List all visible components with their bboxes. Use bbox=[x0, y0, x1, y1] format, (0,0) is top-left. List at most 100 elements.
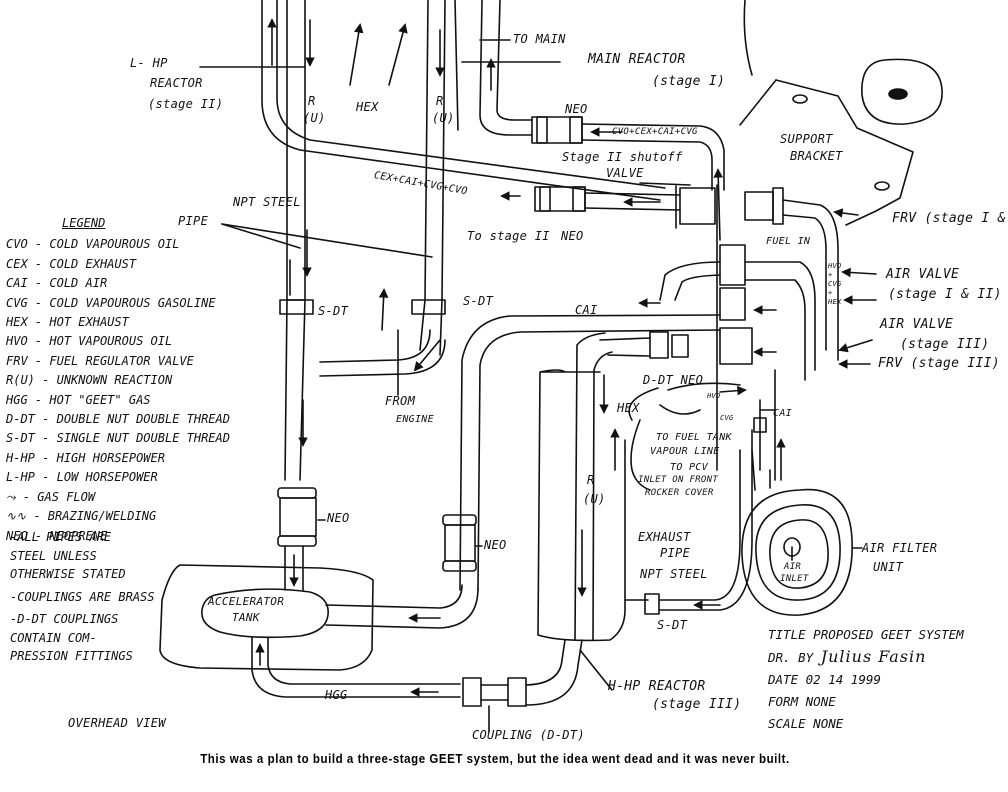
to-fuel-tank-label: To fuel tank bbox=[656, 432, 732, 443]
mounting-circle bbox=[862, 59, 942, 124]
npt-pipe-label-2: pipe bbox=[178, 214, 209, 228]
air-valve-3-stage: (stage III) bbox=[900, 337, 990, 352]
legend-item: S-DT - Single nut double thread bbox=[6, 431, 230, 446]
neo-mid-label: NEO bbox=[561, 229, 584, 243]
legend-item-brazing: ∿∿ - Brazing/welding bbox=[6, 509, 157, 524]
neo-coupling-left bbox=[278, 488, 316, 498]
legend-item: CEX - Cold exhaust bbox=[6, 256, 137, 271]
coupling-ddt-label: Coupling (D-DT) bbox=[472, 728, 585, 742]
r-u-low-label: R bbox=[587, 473, 595, 487]
overhead-view-label: Overhead view bbox=[68, 716, 166, 730]
hgg-label: HGG bbox=[325, 688, 348, 702]
legend-item-gas-flow: ⤳ - Gas flow bbox=[6, 489, 96, 504]
to-pcv-label-3: rocker cover bbox=[645, 488, 714, 498]
hex-mid-label: HEX bbox=[617, 401, 640, 415]
cvg-small-label: CVG bbox=[720, 414, 734, 422]
r-u-right-label-2: (u) bbox=[432, 111, 455, 125]
from-engine-label: From bbox=[385, 394, 416, 408]
legend-item: D-DT - Double nut double thread bbox=[6, 412, 230, 427]
air-valve-3-label: Air valve bbox=[880, 317, 954, 332]
neo-coupling-right bbox=[443, 515, 476, 525]
lhp-reactor-label: L- HP bbox=[130, 56, 168, 70]
sdt-coupling-right bbox=[412, 300, 445, 314]
accelerator-tank bbox=[202, 589, 328, 637]
legend-item: CVG - Cold vapourous gasoline bbox=[6, 295, 216, 310]
title-block: Title Proposed GEET system Dr. by Julius… bbox=[768, 624, 964, 735]
air-filter-label-2: unit bbox=[873, 560, 904, 574]
stage2-shutoff-valve bbox=[680, 188, 715, 224]
air-inlet-label: Air bbox=[784, 562, 802, 572]
to-pcv-label-2: inlet on front bbox=[638, 475, 719, 485]
exhaust-pipe-label: Exhaust bbox=[638, 530, 691, 544]
shutoff-valve-label: Stage II shutoff bbox=[562, 150, 683, 164]
to-fuel-tank-label-2: vapour line bbox=[650, 446, 720, 457]
neo-right-label: NEO bbox=[484, 538, 507, 552]
main-reactor-label: Main reactor bbox=[588, 52, 686, 67]
r-u-left-label: R bbox=[308, 94, 316, 108]
from-engine-label-2: engine bbox=[396, 414, 434, 425]
support-bracket-label-2: bracket bbox=[790, 149, 843, 163]
hvo-small-label: HVO bbox=[707, 392, 721, 400]
note: -Couplings are brass bbox=[10, 589, 155, 604]
legend-item: FRV - Fuel regulator valve bbox=[6, 353, 194, 368]
legend-item: CAI - Cold air bbox=[6, 276, 108, 291]
fuel-in-label: Fuel in bbox=[766, 236, 811, 247]
legend-item: HEX - Hot exhaust bbox=[6, 315, 129, 330]
hhp-reactor-vessel bbox=[538, 370, 625, 640]
lhp-reactor-label-2: Reactor bbox=[150, 76, 203, 90]
sdt-left-label: S-DT bbox=[318, 304, 349, 318]
sdt-coupling-left bbox=[280, 300, 313, 314]
air-filter-label: Air filter bbox=[862, 541, 938, 555]
lhp-reactor-stage: (stage II) bbox=[148, 97, 224, 111]
date-row: Date 02 14 1999 bbox=[768, 672, 881, 687]
to-pcv-label: To PCV bbox=[670, 462, 708, 473]
cai-top-label: CAI bbox=[575, 303, 598, 317]
accelerator-housing bbox=[160, 565, 373, 670]
note: -All pipes are steel unless otherwise st… bbox=[10, 530, 126, 581]
hvo-cvg-hex-label: HVO + CVG + HEX bbox=[828, 262, 842, 306]
air-inlet-label-2: inlet bbox=[780, 574, 809, 584]
form-row: Form None bbox=[768, 694, 836, 709]
air-filter-outer bbox=[742, 490, 852, 616]
neo-coupling-top bbox=[532, 117, 582, 143]
legend-item: CVO - Cold vapourous oil bbox=[6, 237, 180, 252]
support-bracket-label: Support bbox=[780, 132, 833, 146]
ddt-neo-label: D-DT NEO bbox=[643, 373, 704, 387]
air-valve-12-stage: (stage I & II) bbox=[888, 287, 1002, 302]
scale-row: Scale None bbox=[768, 716, 844, 731]
frv-stage3-label: FRV (stage III) bbox=[878, 356, 1000, 371]
gas-flow-arrow-icon: ⤳ bbox=[6, 489, 16, 504]
r-u-low-label-2: (u) bbox=[583, 492, 606, 506]
cai-right-label: CAI bbox=[773, 408, 792, 419]
accelerator-label: Accelerator bbox=[208, 595, 285, 608]
neo-coupling-mid bbox=[535, 187, 585, 211]
hhp-reactor-stage: (stage III) bbox=[652, 697, 742, 712]
accelerator-label-2: tank bbox=[232, 611, 260, 624]
title-row: Title Proposed GEET system bbox=[768, 627, 964, 642]
to-stage2-label: To stage II bbox=[467, 229, 550, 243]
neo-left-label: NEO bbox=[327, 511, 350, 525]
frv-stage12-label: FRV (stage I & II) bbox=[892, 211, 1008, 226]
to-main-label: To main bbox=[513, 32, 566, 46]
legend-item: NEO - Neoprene bbox=[6, 528, 108, 543]
r-u-right-label: R bbox=[436, 94, 444, 108]
sdt-low-label: S-DT bbox=[657, 618, 688, 632]
npt-pipe-label: NPT steel bbox=[233, 195, 301, 209]
hex-top-label: HEX bbox=[356, 100, 379, 114]
sdt-right-label: S-DT bbox=[463, 294, 494, 308]
legend: Legend CVO - Cold vapourous oil CEX - Co… bbox=[6, 214, 230, 546]
legend-item: HVO - Hot vapourous oil bbox=[6, 334, 173, 349]
legend-item: L-HP - Low horsepower bbox=[6, 470, 158, 485]
notes: -All pipes are steel unless otherwise st… bbox=[10, 528, 155, 670]
legend-item: H-HP - High horsepower bbox=[6, 450, 165, 465]
neo-top-label: NEO bbox=[565, 102, 588, 116]
legend-title: Legend bbox=[62, 216, 106, 230]
air-valve-12-label: Air valve bbox=[886, 267, 960, 282]
hhp-reactor-label: H-HP reactor bbox=[608, 679, 706, 694]
legend-item: HGG - Hot "GEET" gas bbox=[6, 392, 151, 407]
r-u-left-label-2: (u) bbox=[303, 111, 326, 125]
cvo-mix-top-label: CVO+CEX+CAI+CVG bbox=[612, 127, 698, 137]
drawn-by-row: Dr. by Julius Fasin bbox=[768, 647, 927, 666]
support-bracket bbox=[776, 80, 913, 225]
